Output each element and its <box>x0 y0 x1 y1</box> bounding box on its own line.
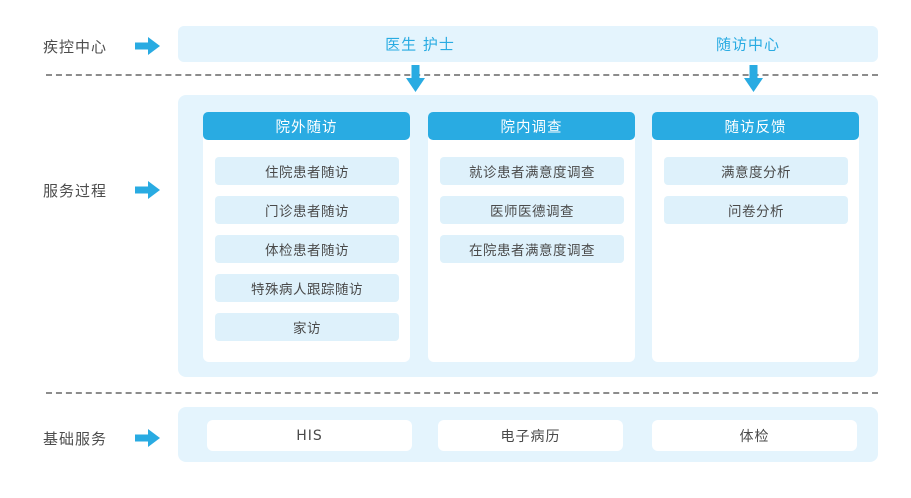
actors-bar: 医生 护士 随访中心 <box>178 26 878 62</box>
base-services-label: 基础服务 <box>43 430 108 448</box>
service-box-his: HIS <box>207 420 412 451</box>
dashed-divider-top <box>46 74 878 76</box>
arrow-down-icon <box>744 65 763 92</box>
list-item: 在院患者满意度调查 <box>440 235 624 263</box>
doctor-nurse-label: 医生 护士 <box>385 35 455 54</box>
column-item-list: 就诊患者满意度调查 医师医德调查 在院患者满意度调查 <box>428 140 635 263</box>
dashed-divider-bottom <box>46 392 878 394</box>
arrow-down-icon <box>406 65 425 92</box>
base-services-bar: HIS 电子病历 体检 <box>178 407 878 462</box>
column-header: 随访反馈 <box>652 112 859 140</box>
cdc-center-label: 疾控中心 <box>43 38 108 56</box>
column-card-outside-followup: 院外随访 住院患者随访 门诊患者随访 体检患者随访 特殊病人跟踪随访 家访 <box>203 112 410 362</box>
arrow-right-icon <box>135 429 160 447</box>
list-item: 住院患者随访 <box>215 157 399 185</box>
list-item: 特殊病人跟踪随访 <box>215 274 399 302</box>
list-item: 就诊患者满意度调查 <box>440 157 624 185</box>
column-header: 院外随访 <box>203 112 410 140</box>
column-item-list: 住院患者随访 门诊患者随访 体检患者随访 特殊病人跟踪随访 家访 <box>203 140 410 341</box>
service-box-emr: 电子病历 <box>438 420 623 451</box>
list-item: 满意度分析 <box>664 157 848 185</box>
column-header: 院内调查 <box>428 112 635 140</box>
list-item: 家访 <box>215 313 399 341</box>
arrow-right-icon <box>135 37 160 55</box>
column-card-followup-feedback: 随访反馈 满意度分析 问卷分析 <box>652 112 859 362</box>
column-card-inside-survey: 院内调查 就诊患者满意度调查 医师医德调查 在院患者满意度调查 <box>428 112 635 362</box>
column-item-list: 满意度分析 问卷分析 <box>652 140 859 224</box>
list-item: 门诊患者随访 <box>215 196 399 224</box>
list-item: 医师医德调查 <box>440 196 624 224</box>
service-box-physical-exam: 体检 <box>652 420 857 451</box>
followup-center-label: 随访中心 <box>715 35 781 54</box>
arrow-right-icon <box>135 181 160 199</box>
service-process-panel: 院外随访 住院患者随访 门诊患者随访 体检患者随访 特殊病人跟踪随访 家访 院内… <box>178 95 878 377</box>
service-process-label: 服务过程 <box>43 182 108 200</box>
list-item: 体检患者随访 <box>215 235 399 263</box>
list-item: 问卷分析 <box>664 196 848 224</box>
